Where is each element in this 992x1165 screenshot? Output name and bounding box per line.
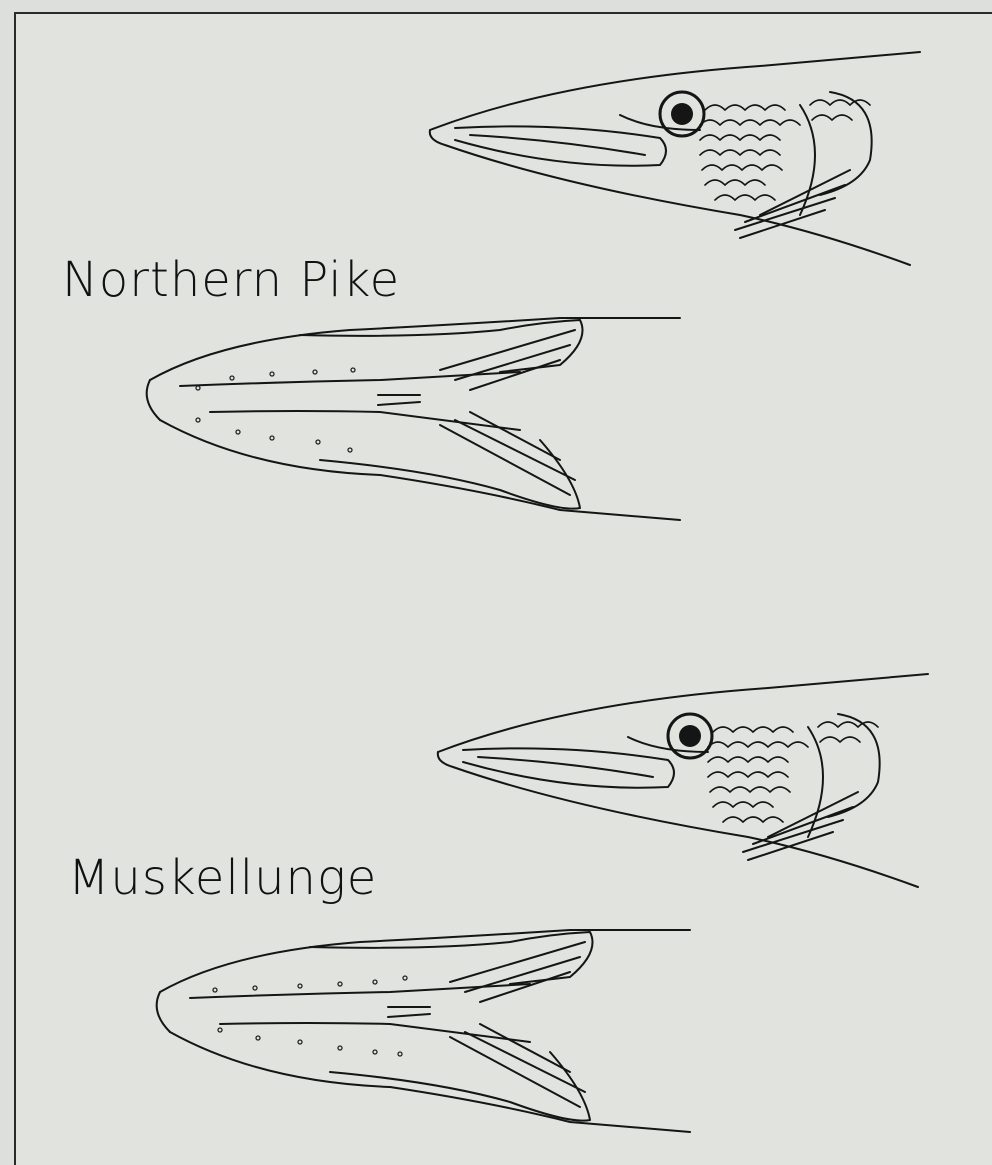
northern-pike-side-view xyxy=(430,52,920,265)
muskellunge-label: Muskellunge xyxy=(68,850,377,906)
northern-pike-underside-view xyxy=(147,318,680,520)
muskellunge-side-view xyxy=(438,674,928,887)
northern-pike-label: Northern Pike xyxy=(62,252,400,308)
muskellunge-underside-view xyxy=(157,930,690,1132)
